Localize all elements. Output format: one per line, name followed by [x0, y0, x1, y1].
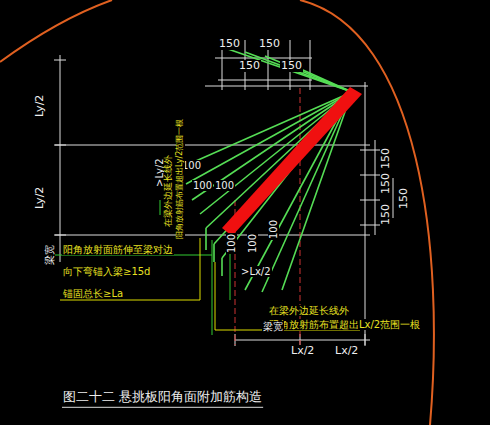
dimension-value: 100: [214, 180, 235, 191]
dimension-value: 150: [280, 60, 303, 72]
note-text: 阳角放射筋布置超出Ly/2范围一根: [176, 118, 185, 240]
dimension-value: 100: [247, 233, 258, 254]
dimension-value: 100: [268, 219, 279, 240]
dimension-value: 100: [192, 180, 213, 191]
dimension-value: 150: [238, 60, 261, 72]
dimension-value: 150: [218, 38, 241, 50]
figure-caption: 图二十二 悬挑板阳角面附加筋构造: [62, 390, 263, 404]
dimension-value: 150: [398, 187, 410, 210]
note-text: 梁宽: [262, 321, 284, 332]
dimension-value: 150: [258, 38, 281, 50]
note-text: 锚固总长≥La: [62, 288, 124, 299]
dimension-value: 150: [380, 203, 392, 226]
note-text: 在梁外边延长线外: [164, 154, 174, 228]
dimension-label: Ly/2: [34, 94, 46, 118]
dimension-value: 150: [380, 172, 392, 195]
dimension-label: Lx/2: [334, 345, 359, 357]
note-text: 向下弯锚入梁≥15d: [62, 266, 151, 277]
note-text: 梁宽: [44, 244, 55, 266]
dimension-label: >Lx/2: [240, 266, 272, 277]
dimension-label: Ly/2: [34, 186, 46, 210]
dimension-label: Lx/2: [290, 345, 315, 357]
note-text: 阳角放射面筋伸至梁对边: [62, 244, 174, 255]
dimension-value: 100: [226, 233, 237, 254]
note-text: 在梁外边延长线外: [268, 305, 350, 316]
note-text: 阳角放射筋布置超出Lx/2范围一根: [268, 319, 421, 330]
caption-underline: [62, 407, 263, 408]
dimension-value: 150: [380, 147, 392, 170]
